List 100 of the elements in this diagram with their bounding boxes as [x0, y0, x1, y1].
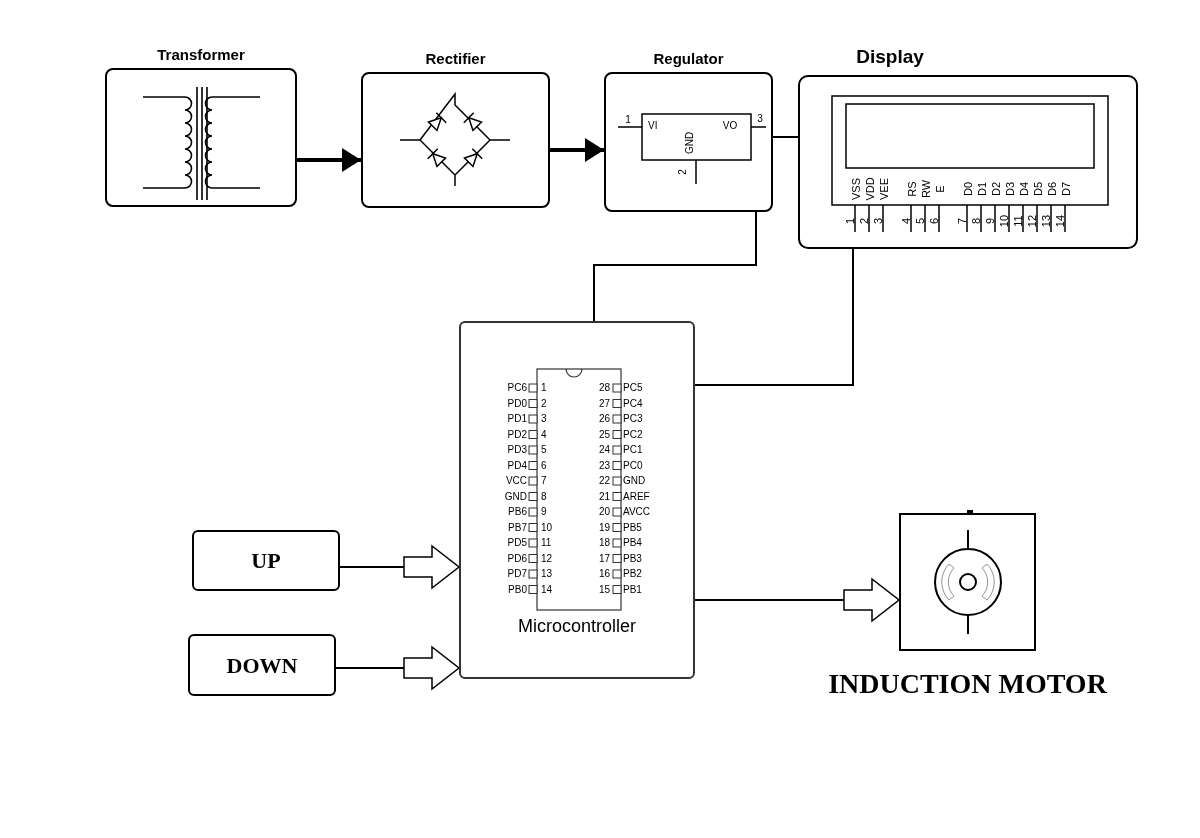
block-title: UP: [251, 547, 281, 575]
pin-label: D2: [990, 181, 1002, 197]
pin-label: PB5: [623, 522, 642, 533]
pin-label: PD4: [507, 460, 527, 471]
pin-number: 1: [844, 217, 856, 225]
pin-label: PD0: [507, 398, 527, 409]
block-title: Display: [856, 45, 924, 69]
pin-number: 14: [1054, 214, 1066, 228]
pin-label: D1: [976, 181, 988, 197]
pin-number: 6: [541, 460, 547, 471]
pin-label: PC5: [623, 383, 643, 393]
pin-number: 18: [598, 538, 610, 548]
pin-number: 4: [541, 429, 547, 440]
block-title: INDUCTION MOTOR: [828, 667, 1107, 701]
connector-line: [694, 248, 854, 386]
pin-number: 1: [625, 115, 631, 125]
pin-number: 2: [858, 217, 870, 225]
pin-label: VO: [722, 121, 738, 131]
pin-number: 10: [998, 214, 1010, 228]
pin-label: PB6: [508, 507, 527, 517]
pin-number: 23: [598, 460, 610, 471]
pin-label: PD3: [507, 445, 527, 455]
pin-label: RW: [920, 179, 932, 199]
connector-line: [772, 136, 799, 138]
pin-label: D4: [1018, 181, 1030, 197]
pin-number: 17: [598, 553, 610, 564]
block-title: Transformer: [157, 45, 245, 65]
pin-number: 15: [598, 584, 610, 595]
pin-number: 19: [598, 522, 610, 533]
pin-number: 28: [598, 383, 610, 393]
pin-number: 3: [872, 217, 884, 225]
pin-label: D6: [1046, 181, 1058, 197]
pin-label: VI: [648, 121, 658, 131]
pin-label: PB7: [508, 522, 527, 533]
connector-line: [593, 211, 757, 322]
arrow: [297, 148, 361, 172]
block-title: Rectifier: [425, 49, 486, 69]
pin-number: 8: [970, 217, 982, 225]
pin-number: 4: [900, 217, 912, 225]
microcontroller-block: [459, 321, 695, 679]
pin-label: RS: [906, 181, 918, 197]
pin-label: PD6: [507, 553, 527, 564]
input-button-block: [188, 634, 336, 696]
pin-label: GND: [685, 131, 695, 155]
pin-number: 6: [928, 217, 940, 225]
pin-label: VCC: [505, 476, 527, 486]
pin-number: 21: [598, 491, 610, 502]
pin-number: 8: [541, 491, 547, 502]
pin-label: PC2: [623, 429, 643, 440]
pin-number: 10: [541, 522, 553, 533]
pin-label: GND: [623, 476, 646, 486]
block-title: DOWN: [226, 651, 298, 680]
pin-number: 26: [598, 414, 610, 424]
block-title: Microcontroller: [518, 615, 636, 638]
pin-number: 13: [1040, 214, 1052, 228]
pin-label: D0: [962, 181, 974, 197]
pin-number: 9: [984, 217, 996, 225]
pin-number: 7: [541, 476, 547, 486]
pin-number: 12: [1026, 214, 1038, 228]
arrow: [550, 138, 604, 162]
pin-label: VSS: [850, 178, 862, 200]
pin-number: 22: [598, 476, 610, 486]
pin-label: PB2: [623, 569, 642, 579]
block-title: Regulator: [653, 49, 724, 69]
pin-number: 11: [1012, 215, 1024, 227]
pin-number: 5: [914, 217, 926, 225]
pin-label: PB4: [623, 538, 642, 548]
pin-label: VDD: [864, 177, 876, 201]
pin-number: 2: [678, 169, 688, 175]
pin-label: AVCC: [623, 507, 651, 517]
pin-number: 24: [598, 445, 610, 455]
pin-label: PC3: [623, 414, 643, 424]
pin-number: 7: [956, 217, 968, 225]
pin-label: PD5: [507, 538, 527, 548]
pin-number: 3: [541, 414, 547, 424]
pin-label: PC4: [623, 398, 643, 409]
pin-number: 9: [541, 507, 547, 517]
pin-label: E: [934, 185, 946, 193]
pin-label: D7: [1060, 181, 1072, 197]
pin-number: 27: [598, 398, 610, 409]
pin-label: D3: [1004, 181, 1016, 197]
pin-number: 12: [541, 553, 553, 564]
pin-label: VEE: [878, 178, 890, 200]
pin-label: PC6: [507, 383, 527, 393]
pin-number: 3: [757, 114, 763, 124]
pin-number: 16: [598, 569, 610, 579]
pin-label: PC1: [623, 445, 643, 455]
pin-label: PD7: [507, 569, 527, 579]
pin-label: PD2: [507, 429, 527, 440]
pin-label: AREF: [623, 491, 650, 502]
pin-number: 5: [541, 445, 547, 455]
pin-label: GND: [504, 491, 527, 502]
input-button-block: [192, 530, 340, 591]
pin-number: 1: [541, 383, 547, 393]
pin-label: PB0: [508, 584, 527, 595]
pin-label: D5: [1032, 181, 1044, 197]
pin-number: 25: [598, 429, 610, 440]
pin-label: PC0: [623, 460, 643, 471]
pin-label: PB1: [623, 584, 642, 595]
pin-number: 13: [541, 569, 553, 579]
